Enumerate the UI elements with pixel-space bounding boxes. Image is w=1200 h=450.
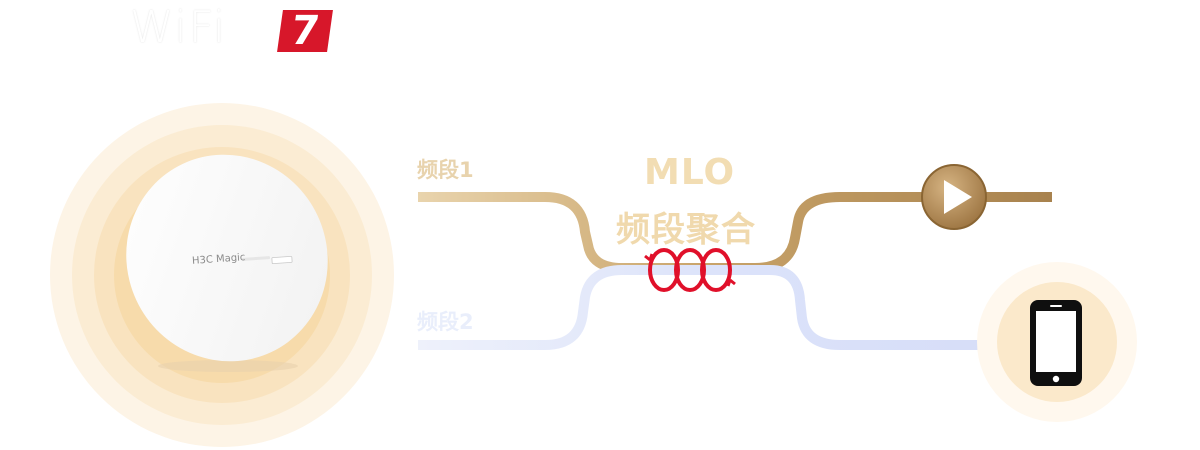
wifi-logo-text: WiFi [130, 2, 228, 53]
band1-label: 频段1 [417, 158, 474, 182]
mlo-title: MLO [644, 152, 736, 193]
band2-path [418, 265, 1010, 350]
smartphone-icon [1030, 300, 1082, 386]
play-icon [921, 164, 987, 230]
wifi-version-badge: 7 [277, 8, 333, 54]
link-aggregation-icon [644, 248, 736, 292]
mlo-subtitle: 频段聚合 [616, 210, 756, 250]
access-point-device [126, 154, 328, 372]
band2-label: 频段2 [417, 310, 474, 334]
